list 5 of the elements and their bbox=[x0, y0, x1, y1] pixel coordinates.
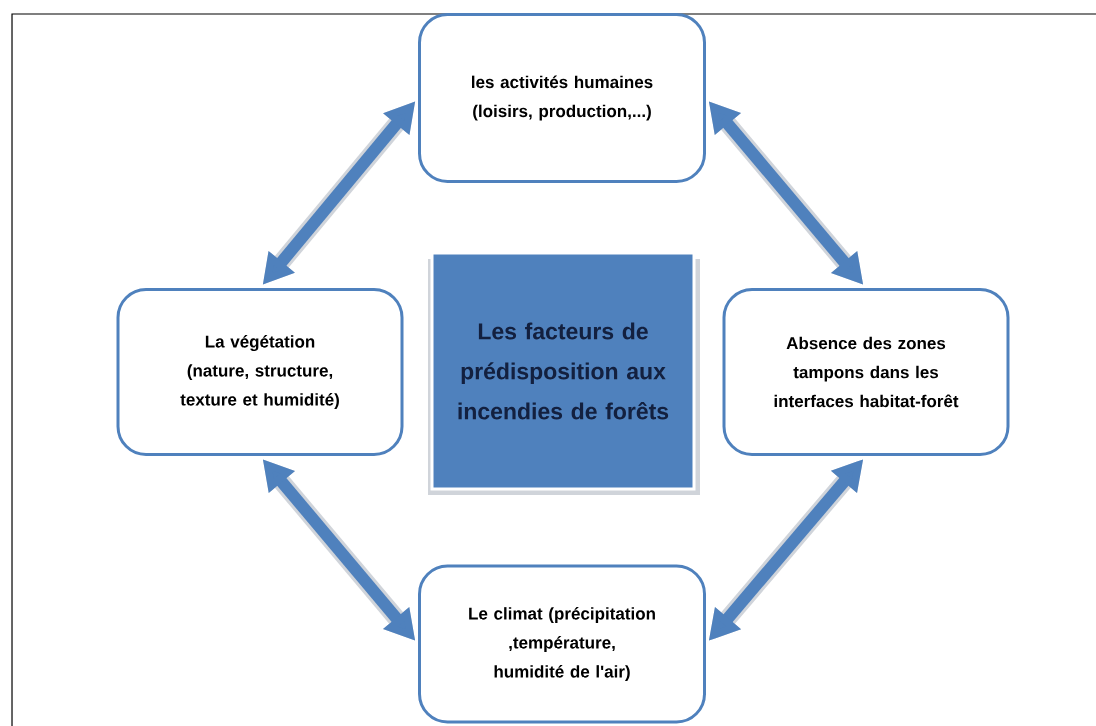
rounded-box: Le climat (précipitation ,température, humidité de l'air) bbox=[418, 564, 706, 724]
rounded-box: Absence des zones tampons dans les interfaces habitat-forêt bbox=[722, 288, 1010, 456]
rounded-box: La végétation (nature, structure, texture et humidité) bbox=[116, 288, 404, 456]
rounded-box: les activités humaines (loisirs, production,...) bbox=[418, 13, 706, 183]
title-box: Les facteurs de prédisposition aux incendies de forêts bbox=[430, 251, 696, 491]
